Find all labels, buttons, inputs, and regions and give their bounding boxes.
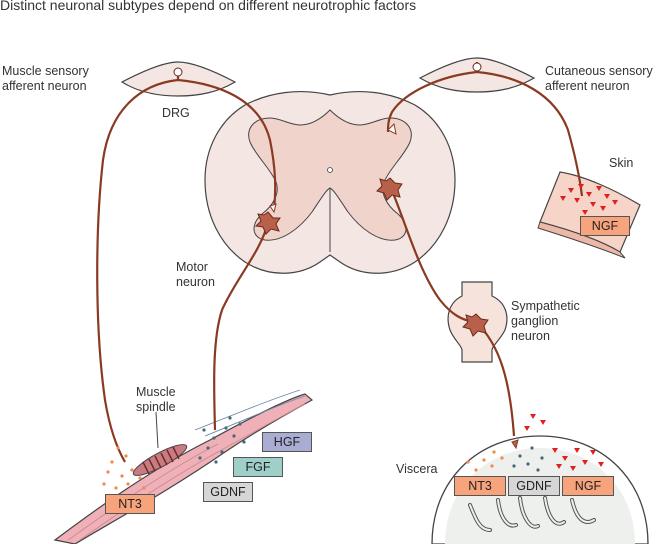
cutaneous-sensory-axon bbox=[476, 70, 584, 197]
viscera-gdnf-dots bbox=[512, 446, 544, 472]
drg-right bbox=[418, 57, 536, 93]
drg-left-soma bbox=[173, 67, 183, 77]
label-sympathetic: Sympathetic ganglion neuron bbox=[511, 299, 580, 344]
preganglionic-axon bbox=[388, 185, 475, 324]
gdnf-box-muscle: GDNF bbox=[203, 482, 253, 502]
muscle-sensory-axon bbox=[96, 78, 179, 463]
spinal-cord bbox=[204, 91, 456, 274]
label-motor-neuron: Motor neuron bbox=[176, 260, 215, 290]
ngf-box-viscera: NGF bbox=[562, 476, 614, 496]
label-drg: DRG bbox=[162, 106, 190, 120]
label-muscle-sensory-line2: afferent neuron bbox=[2, 79, 87, 93]
muscle-spindle bbox=[132, 444, 188, 476]
label-cutaneous-sensory: Cutaneous sensory afferent neuron bbox=[545, 64, 653, 94]
label-muscle-sensory-line1: Muscle sensory bbox=[2, 64, 89, 78]
skin-patch bbox=[537, 171, 641, 259]
nt3-box-muscle: NT3 bbox=[105, 494, 155, 514]
neuron-paths bbox=[96, 62, 584, 463]
label-sympathetic-line3: neuron bbox=[511, 329, 550, 343]
ngf-box-skin: NGF bbox=[580, 216, 630, 236]
label-motor-line2: neuron bbox=[176, 275, 215, 289]
muscle-gdnf-dots bbox=[198, 416, 246, 464]
muscle-nt3-dots bbox=[102, 446, 146, 490]
spinal-neuron-soma bbox=[376, 177, 403, 201]
label-cutaneous-line1: Cutaneous sensory bbox=[545, 64, 653, 78]
viscera-nt3-dots bbox=[466, 450, 504, 472]
label-skin: Skin bbox=[609, 156, 634, 170]
sympathetic-soma bbox=[462, 313, 489, 337]
label-muscle-sensory: Muscle sensory afferent neuron bbox=[2, 64, 89, 94]
label-motor-line1: Motor bbox=[176, 260, 208, 274]
skin-ngf-dots bbox=[560, 184, 618, 215]
motor-neuron-soma bbox=[254, 211, 281, 235]
label-muscle-spindle: Muscle spindle bbox=[136, 385, 176, 415]
label-viscera: Viscera bbox=[396, 462, 438, 476]
gdnf-box-viscera: GDNF bbox=[508, 476, 560, 496]
label-cutaneous-line2: afferent neuron bbox=[545, 79, 630, 93]
motor-axon bbox=[213, 221, 270, 431]
cell-bodies bbox=[173, 62, 519, 450]
viscera-ngf-dots bbox=[524, 414, 604, 471]
label-sympathetic-line2: ganglion bbox=[511, 314, 559, 328]
hgf-box: HGF bbox=[262, 432, 312, 452]
label-spindle-line2: spindle bbox=[136, 400, 176, 414]
nt3-box-viscera: NT3 bbox=[454, 476, 506, 496]
label-spindle-line1: Muscle bbox=[136, 385, 176, 399]
fgf-box: FGF bbox=[233, 457, 283, 477]
drg-right-soma bbox=[472, 62, 482, 72]
page-title: Distinct neuronal subtypes depend on dif… bbox=[0, 0, 417, 13]
label-sympathetic-line1: Sympathetic bbox=[511, 299, 580, 313]
